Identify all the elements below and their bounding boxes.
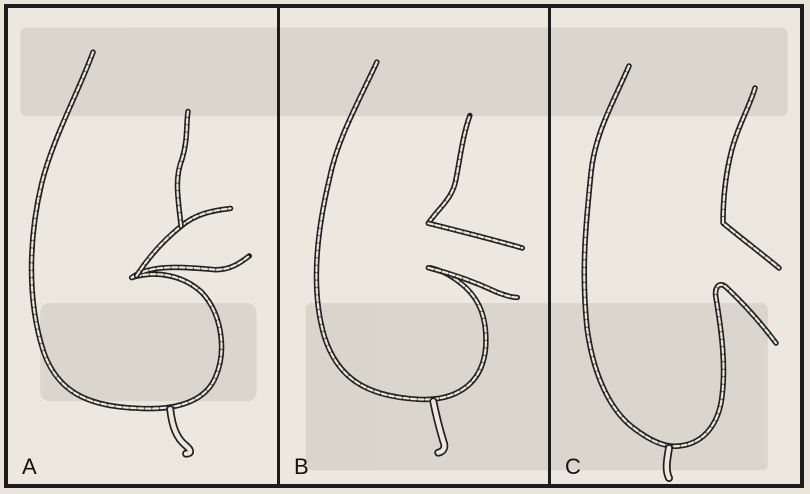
panel-a: A bbox=[8, 8, 280, 484]
figure-frame: A B bbox=[4, 4, 804, 488]
panel-label-a: A bbox=[22, 454, 37, 480]
vessel-c-main bbox=[584, 66, 779, 446]
panel-label-c: C bbox=[565, 454, 581, 480]
panel-b: B bbox=[280, 8, 551, 484]
vessel-a-tip bbox=[170, 409, 190, 454]
panel-c: C bbox=[551, 8, 800, 484]
vessel-b-tip bbox=[433, 401, 444, 452]
vessel-drawing-c bbox=[551, 8, 800, 484]
vessel-c-tip bbox=[667, 448, 669, 478]
vessel-drawing-a bbox=[8, 8, 277, 484]
panel-label-b: B bbox=[294, 454, 309, 480]
vessel-drawing-b bbox=[280, 8, 548, 484]
vessel-b-main bbox=[316, 62, 522, 399]
vessel-a-main bbox=[31, 52, 249, 408]
